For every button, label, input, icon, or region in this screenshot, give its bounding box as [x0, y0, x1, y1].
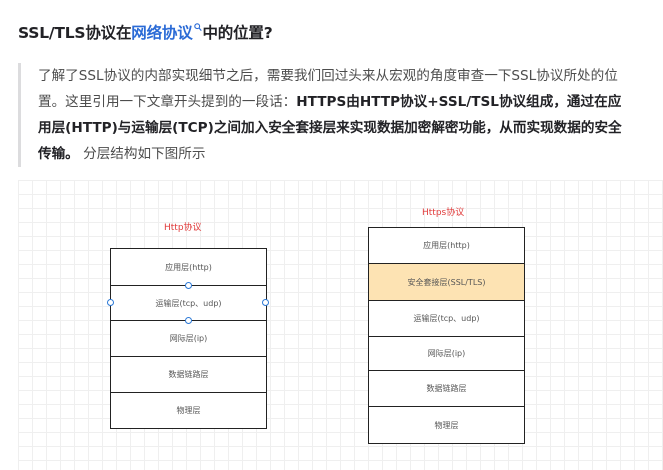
https-layer-stack: 应用层(http) 安全套接层(SSL/TLS) 运输层(tcp、udp) 网际…	[368, 227, 525, 444]
selection-handle-top[interactable]	[185, 282, 192, 289]
quote-line-1: 了解了SSL协议的内部实现细节之后，需要我们回过头来从宏观的角度审查一下SSL协…	[38, 68, 618, 84]
https-layer-datalink: 数据链路层	[369, 371, 524, 407]
quote-block: 了解了SSL协议的内部实现细节之后，需要我们回过头来从宏观的角度审查一下SSL协…	[18, 63, 663, 167]
https-layer-physical: 物理层	[434, 420, 459, 430]
https-layer-application: 应用层(http)	[369, 228, 524, 264]
selection-handle-left[interactable]	[107, 299, 114, 306]
quote-line-3: 用层(HTTP)与运输层(TCP)之间加入安全套接层来实现数据加密解密功能，从而…	[38, 115, 663, 141]
quote-line-4: 传输。 分层结构如下图所示	[38, 141, 663, 167]
layer-diagram-figure: Http协议 应用层(http) 运输层(tcp、udp) 网际层(ip) 数据…	[18, 180, 663, 470]
http-layer-application: 应用层(http)	[111, 249, 266, 286]
http-layer-transport[interactable]: 运输层(tcp、udp)	[111, 286, 266, 321]
section-heading: SSL/TLS协议在网络协议中的位置?	[18, 18, 273, 43]
quote-line-2: 置。这里引用一下文章开头提到的一段话：HTTPS由HTTP协议+SSL/TSL协…	[38, 89, 663, 115]
selection-handle-bottom[interactable]	[185, 317, 192, 324]
quote-line-3-bold: 用层(HTTP)与运输层(TCP)之间加入安全套接层来实现数据加密解密功能，从而…	[38, 120, 622, 136]
http-layer-physical: 物理层	[176, 406, 201, 415]
https-diagram-title: Https协议	[422, 208, 465, 218]
http-layer-stack: 应用层(http) 运输层(tcp、udp) 网际层(ip) 数据链路层 物理层	[110, 248, 267, 429]
network-protocol-link[interactable]: 网络协议	[131, 24, 193, 43]
selection-handle-right[interactable]	[262, 299, 269, 306]
https-layer-ssl-tls: 安全套接层(SSL/TLS)	[369, 264, 524, 301]
http-diagram-title: Http协议	[164, 223, 202, 233]
quote-line-2-bold: HTTPS由HTTP协议+SSL/TSL协议组成，通过在应	[296, 94, 622, 110]
http-layer-network: 网际层(ip)	[111, 321, 266, 357]
https-layer-network: 网际层(ip)	[369, 337, 524, 371]
quote-line-4-bold: 传输。	[38, 146, 79, 162]
quote-line-4-text: 分层结构如下图所示	[78, 146, 206, 162]
quote-line-2-text: 置。这里引用一下文章开头提到的一段话：	[38, 94, 297, 110]
heading-suffix: 中的位置?	[202, 24, 273, 43]
http-layer-datalink: 数据链路层	[111, 357, 266, 393]
heading-prefix: SSL/TLS协议在	[18, 24, 132, 43]
search-icon[interactable]	[193, 18, 202, 36]
https-layer-transport: 运输层(tcp、udp)	[369, 301, 524, 337]
